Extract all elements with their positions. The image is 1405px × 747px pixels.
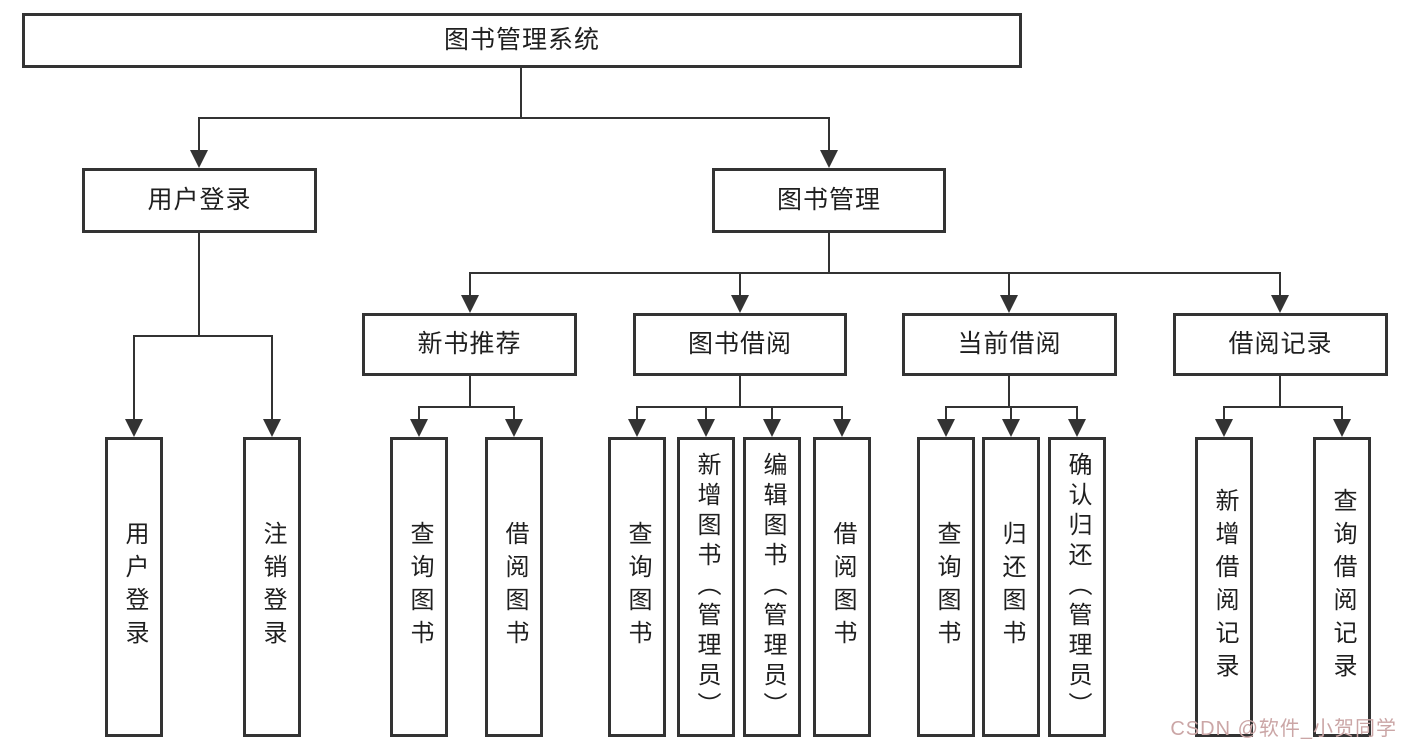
node-book-borrow-label: 图书借阅 xyxy=(687,330,792,358)
leaf-query-book-borrow-label: 查询图书 xyxy=(624,521,651,653)
node-root: 图书管理系统 xyxy=(22,13,1022,68)
connector-line xyxy=(198,117,830,119)
connector-line xyxy=(828,233,830,273)
connector-line xyxy=(1279,273,1281,297)
node-new-book-recommend: 新书推荐 xyxy=(362,313,577,376)
connector-line xyxy=(771,407,773,421)
arrow-down-icon xyxy=(1271,295,1289,313)
connector-line xyxy=(271,336,273,421)
leaf-logout-label: 注销登录 xyxy=(259,521,286,653)
connector-line xyxy=(828,118,830,152)
arrow-down-icon xyxy=(1333,419,1351,437)
connector-line xyxy=(198,233,200,336)
node-root-label: 图书管理系统 xyxy=(443,26,600,54)
csdn-watermark: CSDN @软件_小贺同学 xyxy=(1170,718,1397,740)
leaf-add-borrow-record: 新增借阅记录 xyxy=(1195,437,1253,737)
leaf-edit-book-admin: 编辑图书（管理员） xyxy=(743,437,801,737)
node-current-borrow: 当前借阅 xyxy=(902,313,1117,376)
leaf-confirm-return-admin: 确认归还（管理员） xyxy=(1048,437,1106,737)
connector-line xyxy=(1279,376,1281,407)
connector-line xyxy=(1008,376,1010,407)
connector-line xyxy=(739,273,741,297)
connector-line xyxy=(705,407,707,421)
leaf-return-book: 归还图书 xyxy=(982,437,1040,737)
node-book-management: 图书管理 xyxy=(712,168,946,233)
leaf-borrow-book-recommend: 借阅图书 xyxy=(485,437,543,737)
leaf-return-book-label: 归还图书 xyxy=(998,521,1025,653)
node-borrow-record: 借阅记录 xyxy=(1173,313,1388,376)
leaf-logout: 注销登录 xyxy=(243,437,301,737)
connector-line xyxy=(945,407,947,421)
leaf-user-login: 用户登录 xyxy=(105,437,163,737)
node-borrow-record-label: 借阅记录 xyxy=(1228,330,1333,358)
arrow-down-icon xyxy=(820,150,838,168)
arrow-down-icon xyxy=(461,295,479,313)
connector-line xyxy=(739,376,741,407)
arrow-down-icon xyxy=(628,419,646,437)
arrow-down-icon xyxy=(1215,419,1233,437)
arrow-down-icon xyxy=(1068,419,1086,437)
leaf-borrow-book: 借阅图书 xyxy=(813,437,871,737)
connector-line xyxy=(1341,407,1343,421)
arrow-down-icon xyxy=(505,419,523,437)
leaf-query-borrow-record: 查询借阅记录 xyxy=(1313,437,1371,737)
connector-line xyxy=(520,68,522,118)
leaf-query-borrow-record-label: 查询借阅记录 xyxy=(1329,488,1356,686)
leaf-borrow-book-recommend-label: 借阅图书 xyxy=(501,521,528,653)
connector-line xyxy=(636,406,843,408)
connector-line xyxy=(418,407,420,421)
leaf-query-book-current-label: 查询图书 xyxy=(933,521,960,653)
leaf-query-book-borrow: 查询图书 xyxy=(608,437,666,737)
leaf-query-book-recommend-label: 查询图书 xyxy=(406,521,433,653)
connector-line xyxy=(469,272,1281,274)
leaf-user-login-label: 用户登录 xyxy=(121,521,148,653)
connector-line xyxy=(1010,407,1012,421)
leaf-edit-book-admin-label: 编辑图书（管理员） xyxy=(759,452,786,722)
connector-line xyxy=(1076,407,1078,421)
leaf-add-book-admin-label: 新增图书（管理员） xyxy=(693,452,720,722)
arrow-down-icon xyxy=(1000,295,1018,313)
node-new-book-recommend-label: 新书推荐 xyxy=(417,330,522,358)
connector-line xyxy=(1223,406,1343,408)
node-current-borrow-label: 当前借阅 xyxy=(957,330,1062,358)
arrow-down-icon xyxy=(697,419,715,437)
arrow-down-icon xyxy=(937,419,955,437)
connector-line xyxy=(469,273,471,297)
arrow-down-icon xyxy=(731,295,749,313)
arrow-down-icon xyxy=(1002,419,1020,437)
arrow-down-icon xyxy=(125,419,143,437)
connector-line xyxy=(133,335,273,337)
connector-line xyxy=(418,406,515,408)
arrow-down-icon xyxy=(763,419,781,437)
leaf-borrow-book-label: 借阅图书 xyxy=(829,521,856,653)
connector-line xyxy=(469,376,471,407)
node-book-management-label: 图书管理 xyxy=(776,186,881,214)
connector-line xyxy=(133,336,135,421)
node-book-borrow: 图书借阅 xyxy=(633,313,847,376)
connector-line xyxy=(636,407,638,421)
leaf-query-book-current: 查询图书 xyxy=(917,437,975,737)
node-user-login-label: 用户登录 xyxy=(147,186,252,214)
leaf-add-book-admin: 新增图书（管理员） xyxy=(677,437,735,737)
connector-line xyxy=(513,407,515,421)
leaf-confirm-return-admin-label: 确认归还（管理员） xyxy=(1064,452,1091,722)
connector-line xyxy=(1223,407,1225,421)
leaf-query-book-recommend: 查询图书 xyxy=(390,437,448,737)
arrow-down-icon xyxy=(190,150,208,168)
node-user-login: 用户登录 xyxy=(82,168,317,233)
leaf-add-borrow-record-label: 新增借阅记录 xyxy=(1211,488,1238,686)
arrow-down-icon xyxy=(833,419,851,437)
connector-line xyxy=(198,118,200,152)
arrow-down-icon xyxy=(263,419,281,437)
arrow-down-icon xyxy=(410,419,428,437)
connector-line xyxy=(841,407,843,421)
connector-line xyxy=(1008,273,1010,297)
